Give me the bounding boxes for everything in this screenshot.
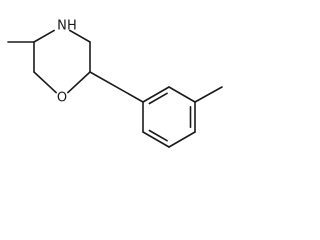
bonds-layer (7, 29, 223, 148)
atom-label-o1: O (57, 91, 67, 106)
bond-ar1-ar2 (142, 86, 170, 103)
atom-label-n1: N (57, 19, 67, 34)
double-bond-ar5-ar6 (148, 129, 168, 142)
bond-ar5-ar6 (142, 131, 170, 148)
bond-n1-c_nh_ch2 (69, 29, 91, 43)
bond-o1-c_o_ch2 (33, 71, 57, 94)
bond-ar4-ar5 (168, 131, 196, 148)
bond-c_chiral-ar1 (89, 71, 144, 103)
bond-ar2-ar3 (168, 86, 196, 103)
atom-hydrogen-n1: H (67, 19, 77, 34)
bond-c_chiral-o1 (67, 71, 91, 94)
bond-ar3-methyl_ar (194, 86, 223, 103)
bond-c_ring_ch3-n1 (33, 29, 55, 43)
double-bond-ar1-ar2 (148, 92, 168, 105)
